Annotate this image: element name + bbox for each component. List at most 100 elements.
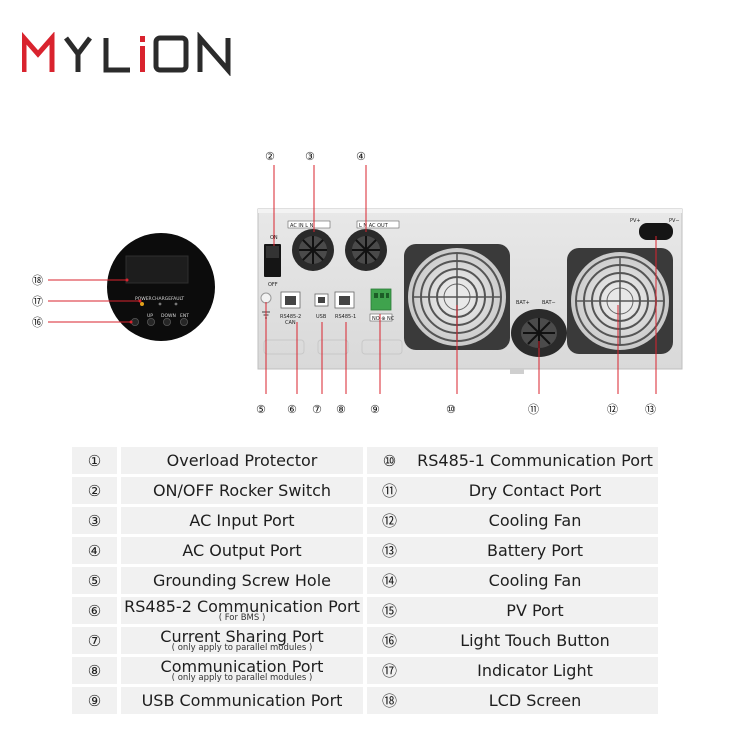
legend-label-text: AC Output Port (182, 541, 302, 560)
legend-number: ⑤ (72, 567, 117, 594)
bat-plus-label: BAT+ (516, 300, 530, 306)
bat-minus-label: BAT− (542, 300, 556, 306)
legend-label: RS485-1 Communication Port (412, 447, 658, 474)
charge-light (158, 302, 162, 306)
fault-light (174, 302, 178, 306)
legend-label: Battery Port (412, 537, 658, 564)
callout-18: ⑱ (32, 274, 43, 287)
callout-17: ⑰ (32, 295, 43, 308)
legend-number: ③ (72, 507, 117, 534)
dry-contact-label: NO ⊕ NC (372, 316, 395, 322)
grounding-screw (260, 292, 272, 304)
callout-10: ⑩ (446, 403, 456, 416)
legend-label: LCD Screen (412, 687, 658, 714)
callout-12: ⑫ (607, 403, 618, 416)
legend-number: ⑮ (367, 597, 412, 624)
legend-label: Grounding Screw Hole (121, 567, 363, 594)
legend-label: Communication Port( only apply to parall… (121, 657, 363, 684)
front-callout-dots (125, 278, 142, 324)
legend-label-text: Cooling Fan (488, 511, 582, 530)
callout-5: ⑤ (256, 403, 266, 416)
legend-label: Cooling Fan (412, 507, 658, 534)
legend-number: ⑦ (72, 627, 117, 654)
rs485-1-label: RS485-1 (335, 314, 356, 320)
legend-label: PV Port (412, 597, 658, 624)
legend-label-text: Overload Protector (166, 451, 318, 470)
legend-label: USB Communication Port (121, 687, 363, 714)
callout-6: ⑥ (287, 403, 297, 416)
legend-number: ② (72, 477, 117, 504)
callout-2: ② (265, 150, 275, 163)
callout-8: ⑧ (336, 403, 346, 416)
legend-number: ⑬ (367, 537, 412, 564)
front-panel: POWER CHARGE FAULT UP DOWN ENT (107, 233, 215, 341)
legend-row: ③ AC Input Port ⑫ Cooling Fan (72, 507, 658, 534)
fault-label: FAULT (171, 296, 184, 302)
legend-number: ⑨ (72, 687, 117, 714)
legend-label-text: Grounding Screw Hole (153, 571, 331, 590)
legend-label: Cooling Fan (412, 567, 658, 594)
legend-label-text: USB Communication Port (141, 691, 343, 710)
legend-label-text: RS485-2 Communication Port (124, 596, 360, 616)
front-callout-lines (48, 279, 140, 323)
legend-label-text: ON/OFF Rocker Switch (152, 481, 332, 500)
usb-label: USB (316, 314, 327, 320)
legend-label-note: ( only apply to parallel modules ) (171, 672, 313, 683)
legend-number: ⑪ (367, 477, 412, 504)
legend-number: ④ (72, 537, 117, 564)
inverter-diagram: POWER CHARGE FAULT UP DOWN ENT ⑱ ⑰ ⑯ ON … (32, 150, 683, 416)
off-label: OFF (268, 282, 278, 288)
can-label: CAN (285, 320, 296, 326)
legend-number: ⑭ (367, 567, 412, 594)
legend-label-text: Light Touch Button (460, 631, 610, 650)
touch-button-down[interactable] (162, 317, 171, 326)
bottom-callouts: ⑤ ⑥ ⑦ ⑧ ⑨ ⑩ ⑪ ⑫ ⑬ (256, 403, 656, 416)
legend-number: ⑰ (367, 657, 412, 684)
callout-16: ⑯ (32, 316, 43, 329)
legend-number: ⑫ (367, 507, 412, 534)
callout-4: ④ (356, 150, 366, 163)
touch-button-up[interactable] (146, 317, 155, 326)
ent-label: ENT (180, 313, 189, 319)
callout-3: ③ (305, 150, 315, 163)
legend-label-text: AC Input Port (189, 511, 295, 530)
legend-label-text: Cooling Fan (488, 571, 582, 590)
legend-label: AC Input Port (121, 507, 363, 534)
legend-label-text: Battery Port (486, 541, 584, 560)
legend-label-text: LCD Screen (488, 691, 582, 710)
pv-port (639, 223, 673, 240)
front-panel-disc (107, 233, 215, 341)
charge-label: CHARGE (152, 296, 171, 302)
front-callouts: ⑱ ⑰ ⑯ (32, 274, 43, 329)
mylion-logo-mark (22, 32, 231, 76)
legend-label-text: PV Port (506, 601, 564, 620)
legend-label: Overload Protector (121, 447, 363, 474)
legend-label: Dry Contact Port (412, 477, 658, 504)
legend-label: ON/OFF Rocker Switch (121, 477, 363, 504)
legend-label: Indicator Light (412, 657, 658, 684)
legend-number: ⑩ (367, 447, 412, 474)
callout-13: ⑬ (645, 403, 656, 416)
power-label: POWER (135, 296, 152, 302)
rear-callout-lines (265, 165, 657, 394)
pv-minus-label: PV− (669, 218, 680, 224)
top-callouts: ② ③ ④ (265, 150, 366, 163)
touch-button-ent[interactable] (179, 317, 188, 326)
rs485-2-label: RS485-2 (280, 314, 301, 320)
up-label: UP (147, 313, 153, 319)
legend-label-note: ( For BMS ) (218, 612, 266, 623)
legend-number: ⑯ (367, 627, 412, 654)
ac-in-label: AC IN L N (290, 223, 314, 229)
callout-9: ⑨ (370, 403, 380, 416)
legend-label: Light Touch Button (412, 627, 658, 654)
dry-contact-port (370, 288, 392, 311)
legend-label-text: RS485-1 Communication Port (417, 451, 653, 470)
pv-plus-label: PV+ (630, 218, 641, 224)
